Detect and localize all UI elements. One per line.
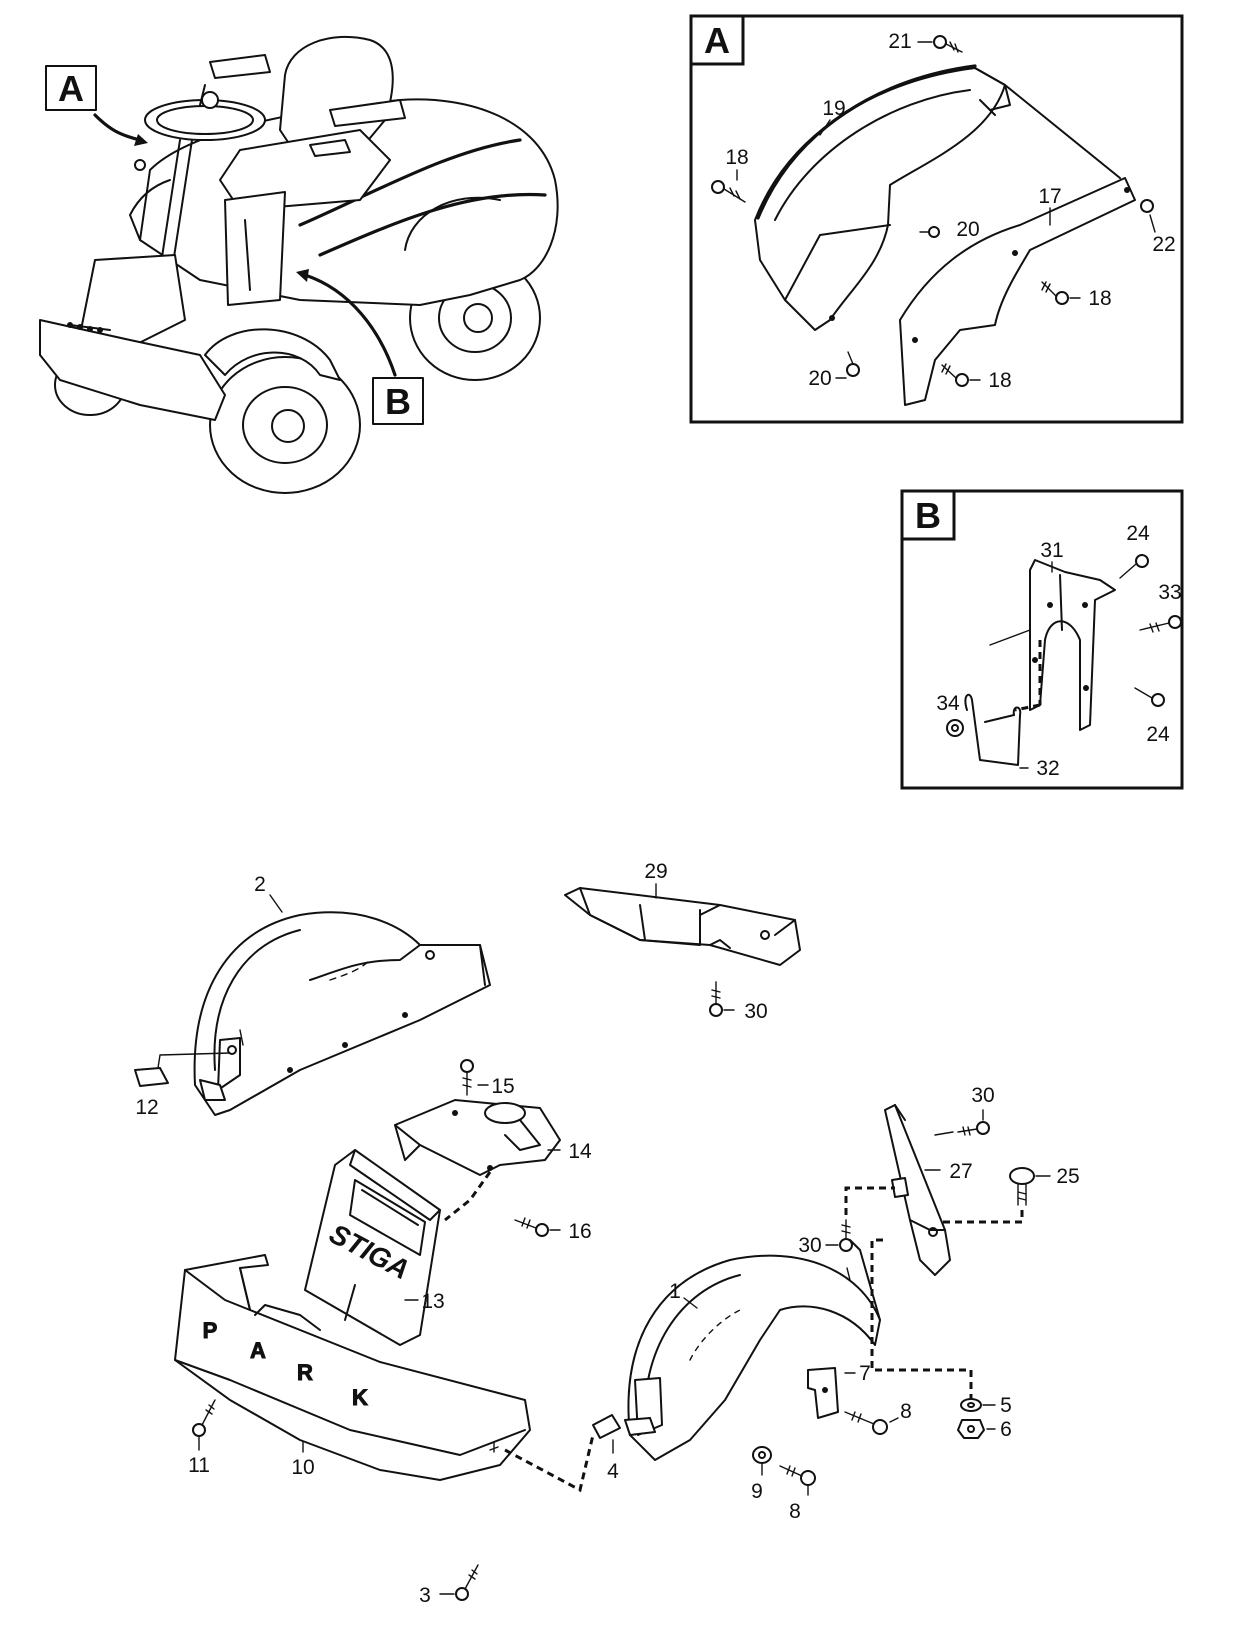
callout-21: 21 xyxy=(888,30,911,53)
dash-panel-part-13: STIGA xyxy=(304,1149,441,1346)
callout-22: 22 xyxy=(1152,233,1175,256)
screw-33 xyxy=(1139,615,1182,633)
bolt-8-right xyxy=(844,1411,888,1435)
nut-6 xyxy=(957,1419,985,1439)
screw-3 xyxy=(455,1564,479,1601)
callout-1: 1 xyxy=(669,1280,681,1303)
dash-cover-part-14 xyxy=(394,1099,561,1176)
bumper-letter-p: P xyxy=(203,1318,218,1343)
screw-15 xyxy=(460,1059,474,1096)
detail-b-panel: B 31 xyxy=(900,489,1184,790)
screw-18-left xyxy=(711,180,746,203)
screw-20-top xyxy=(919,226,940,238)
screw-16 xyxy=(514,1217,549,1237)
callout-16: 16 xyxy=(568,1220,591,1243)
callout-10: 10 xyxy=(291,1456,314,1479)
right-fender-part-1 xyxy=(624,1239,881,1461)
callout-18-mid: 18 xyxy=(1088,287,1111,310)
screw-20-bottom xyxy=(846,351,860,377)
callout-9: 9 xyxy=(751,1480,763,1503)
left-fender-part-2 xyxy=(193,911,491,1116)
detail-label-a: A xyxy=(58,68,84,109)
callout-25: 25 xyxy=(1056,1165,1079,1188)
front-bumper-part-10: P A R K xyxy=(174,1254,531,1481)
bolt-25 xyxy=(1009,1167,1035,1206)
callout-6: 6 xyxy=(1000,1418,1012,1441)
exploded-view: 12 2 29 30 xyxy=(134,860,1080,1607)
callout-30-top: 30 xyxy=(744,1000,767,1023)
screw-30-right xyxy=(957,1121,990,1136)
clip-part-12 xyxy=(134,1052,231,1087)
callout-18-bottom: 18 xyxy=(988,369,1011,392)
callout-13: 13 xyxy=(421,1290,444,1313)
nut-34 xyxy=(946,719,964,737)
detail-a-letter: A xyxy=(704,20,730,61)
top-panel-part-29 xyxy=(564,887,801,966)
callout-15: 15 xyxy=(491,1075,514,1098)
screw-30-mid xyxy=(839,1219,853,1252)
detail-b-letter: B xyxy=(915,495,941,536)
support-part-27 xyxy=(884,1104,951,1276)
detail-label-b: B xyxy=(385,381,411,422)
callout-17: 17 xyxy=(1038,185,1061,208)
callout-20-bottom: 20 xyxy=(808,367,831,390)
callout-7: 7 xyxy=(859,1362,871,1385)
bolt-8-bottom xyxy=(779,1465,816,1486)
screw-18-mid xyxy=(1041,281,1069,305)
callout-33: 33 xyxy=(1158,581,1181,604)
callout-20-top: 20 xyxy=(956,218,979,241)
callout-30-right: 30 xyxy=(971,1084,994,1107)
bumper-letter-r: R xyxy=(297,1360,313,1385)
callout-11: 11 xyxy=(188,1454,210,1477)
callout-29: 29 xyxy=(644,860,667,883)
callout-4: 4 xyxy=(607,1460,619,1483)
callout-18-left: 18 xyxy=(725,146,748,169)
callout-8-bottom: 8 xyxy=(789,1500,801,1523)
mower-overview: A B xyxy=(39,35,559,494)
callout-34: 34 xyxy=(936,692,960,715)
callout-2: 2 xyxy=(254,873,266,896)
clip-part-4 xyxy=(592,1414,621,1439)
screw-21 xyxy=(933,35,963,53)
bumper-letter-k: K xyxy=(352,1385,368,1410)
callout-24-top: 24 xyxy=(1126,522,1150,545)
washer-5 xyxy=(960,1398,982,1412)
callout-8-right: 8 xyxy=(900,1400,912,1423)
callout-19: 19 xyxy=(822,97,845,120)
callout-3: 3 xyxy=(419,1584,431,1607)
screw-11 xyxy=(192,1399,216,1437)
screw-24-top xyxy=(1119,554,1149,579)
callout-27: 27 xyxy=(949,1160,972,1183)
nut-22 xyxy=(1140,199,1154,213)
callout-5: 5 xyxy=(1000,1394,1012,1417)
screw-18-bottom xyxy=(941,363,969,387)
washer-9 xyxy=(752,1446,772,1464)
screw-30-top xyxy=(709,981,723,1017)
callout-30-mid: 30 xyxy=(798,1234,821,1257)
callout-32: 32 xyxy=(1036,757,1059,780)
bumper-letter-a: A xyxy=(250,1338,266,1363)
bracket-part-7 xyxy=(807,1367,839,1419)
detail-a-panel: A xyxy=(689,14,1184,424)
callout-12: 12 xyxy=(135,1096,158,1119)
callout-24-bottom: 24 xyxy=(1146,723,1170,746)
callout-31: 31 xyxy=(1040,539,1063,562)
callout-14: 14 xyxy=(568,1140,592,1163)
screw-24-bottom xyxy=(1134,687,1165,707)
